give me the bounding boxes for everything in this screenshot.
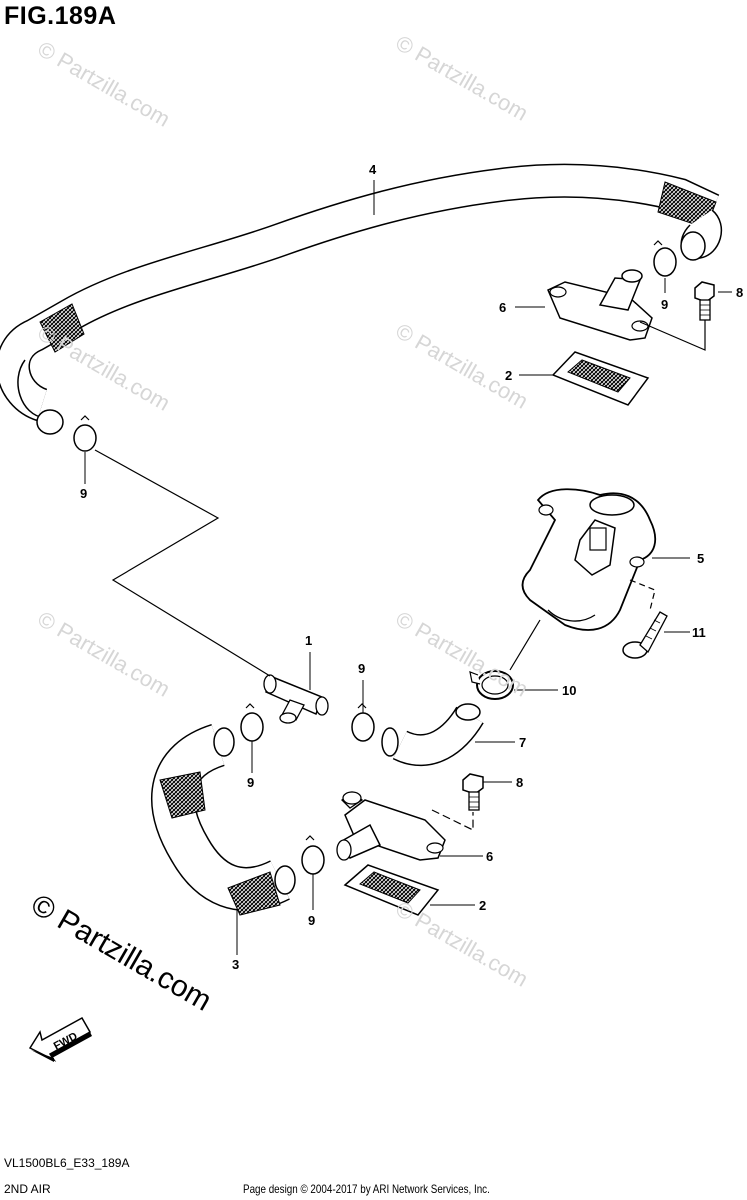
callout-5: 5 [697, 551, 705, 566]
clip-9-upper-right [653, 240, 677, 277]
callout-9: 9 [661, 297, 669, 312]
fwd-arrow: FWD [28, 1016, 92, 1062]
callout-6: 6 [486, 849, 494, 864]
callout-9: 9 [358, 661, 366, 676]
callout-7: 7 [519, 735, 527, 750]
callout-8: 8 [736, 285, 744, 300]
clip-9-upper-left [73, 415, 97, 452]
joint-1 [263, 674, 329, 724]
combination-valve-5 [521, 488, 657, 631]
bolt-8-upper [694, 281, 715, 321]
connection-lines [94, 320, 706, 831]
callout-9: 9 [80, 486, 88, 501]
callout-10: 10 [562, 683, 577, 698]
hose-4 [0, 163, 723, 435]
reed-valve-2-lower [343, 864, 440, 916]
figure-title: FIG.189A [4, 2, 117, 30]
screw-11 [622, 611, 668, 659]
clamp-10 [469, 670, 514, 700]
reed-valve-cover-6-lower [336, 791, 446, 861]
callout-6: 6 [499, 300, 507, 315]
reed-valve-cover-6-upper [547, 269, 653, 341]
clip-9-mid-left [240, 703, 264, 742]
callout-2: 2 [479, 898, 487, 913]
hose-7 [381, 703, 484, 767]
callout-8: 8 [516, 775, 524, 790]
callout-11: 11 [692, 625, 706, 640]
clip-9-lower [301, 835, 325, 875]
footer-credit: Page design © 2004-2017 by ARI Network S… [243, 1182, 490, 1196]
figure-name: 2ND AIR [4, 1182, 51, 1196]
reed-valve-2-upper [551, 351, 650, 406]
callout-2: 2 [505, 368, 513, 383]
leader-lines [84, 180, 732, 955]
callout-9: 9 [308, 913, 316, 928]
bolt-8-lower [462, 773, 484, 811]
hose-3 [151, 724, 296, 916]
callout-1: 1 [305, 633, 313, 648]
callout-4: 4 [369, 162, 377, 177]
callout-3: 3 [232, 957, 240, 972]
figure-code: VL1500BL6_E33_189A [4, 1156, 130, 1170]
callout-9: 9 [247, 775, 255, 790]
